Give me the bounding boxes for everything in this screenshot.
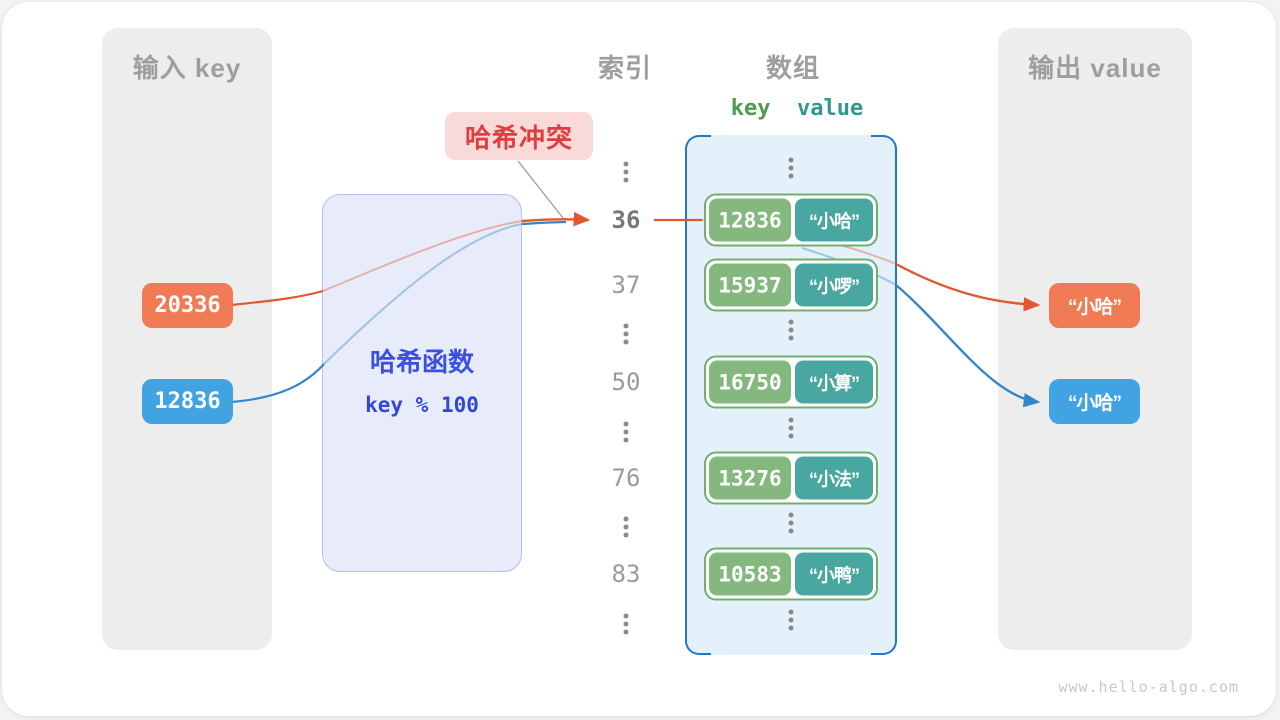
array-ellipsis xyxy=(788,157,794,179)
output-value-panel: 输出 value xyxy=(998,28,1192,650)
index-column-header: 索引 xyxy=(597,53,653,83)
ellipsis-dot xyxy=(788,327,794,333)
index-ellipsis xyxy=(623,516,629,538)
index-ellipsis xyxy=(623,161,629,183)
bucket-value: “小算” xyxy=(795,360,873,404)
collision-callout-line xyxy=(517,160,564,219)
ellipsis-dot xyxy=(788,319,794,325)
bucket-pair-37: 15937“小啰” xyxy=(704,258,878,312)
key-20336-to-hash-line xyxy=(230,289,324,307)
output-panel-title: 输出 value xyxy=(1028,53,1162,83)
bucket-value: “小哈” xyxy=(795,198,873,242)
ellipsis-dot xyxy=(788,417,794,423)
ellipsis-dot xyxy=(788,425,794,431)
output-value-2: “小哈” xyxy=(1049,379,1140,424)
ellipsis-dot xyxy=(788,157,794,163)
ellipsis-dot xyxy=(623,524,629,530)
ellipsis-dot xyxy=(623,323,629,329)
input-panel-title: 输入 key xyxy=(132,53,242,83)
index-label-83: 83 xyxy=(611,560,641,588)
index-label-50: 50 xyxy=(611,368,641,396)
array-bracket-left xyxy=(685,135,711,655)
array-to-output-orange-arrow xyxy=(895,262,1041,312)
input-key-panel: 输入 key xyxy=(102,28,272,650)
key-12836-inside-hash-line xyxy=(323,223,523,365)
ellipsis-dot xyxy=(623,421,629,427)
index-label-36: 36 xyxy=(611,206,641,234)
index-ellipsis xyxy=(623,613,629,635)
ellipsis-dot xyxy=(788,335,794,341)
ellipsis-dot xyxy=(788,165,794,171)
site-footer: www.hello-algo.com xyxy=(1058,678,1239,696)
key-header-label: key xyxy=(730,96,771,121)
ellipsis-dot xyxy=(623,516,629,522)
ellipsis-dot xyxy=(623,429,629,435)
key-12836-to-hash-line xyxy=(230,363,325,404)
array-column-header: 数组 xyxy=(765,53,821,83)
index-label-76: 76 xyxy=(611,464,641,492)
bucket-value: “小鸭” xyxy=(795,552,873,596)
hash-to-index-36-arrow xyxy=(521,211,591,227)
index-ellipsis xyxy=(623,421,629,443)
array-ellipsis xyxy=(788,417,794,439)
ellipsis-dot xyxy=(788,512,794,518)
ellipsis-dot xyxy=(623,169,629,175)
key-value-header: key value xyxy=(731,96,863,121)
array-ellipsis xyxy=(788,609,794,631)
hash-function-title: 哈希函数 xyxy=(369,347,474,377)
key-20336-inside-hash-line xyxy=(322,220,523,292)
index-ellipsis xyxy=(623,323,629,345)
ellipsis-dot xyxy=(623,629,629,635)
array-ellipsis xyxy=(788,512,794,534)
bucket-key: 16750 xyxy=(709,360,791,404)
bucket-key: 15937 xyxy=(709,263,791,307)
ellipsis-dot xyxy=(623,339,629,345)
hash-function-box xyxy=(322,194,522,572)
ellipsis-dot xyxy=(788,433,794,439)
ellipsis-dot xyxy=(623,177,629,183)
bucket-pair-76: 13276“小法” xyxy=(704,451,878,505)
kv-header-gap xyxy=(771,96,798,121)
hash-exit-blue-line xyxy=(521,220,567,226)
ellipsis-dot xyxy=(623,331,629,337)
ellipsis-dot xyxy=(788,625,794,631)
input-key-12836: 12836 xyxy=(142,379,233,424)
ellipsis-dot xyxy=(623,437,629,443)
array-to-output-blue-arrow xyxy=(895,284,1041,408)
bucket-pair-36: 12836“小哈” xyxy=(704,193,878,247)
hash-collision-label: 哈希冲突 xyxy=(445,112,593,160)
array-ellipsis xyxy=(788,319,794,341)
bucket-value: “小法” xyxy=(795,456,873,500)
bucket-key: 13276 xyxy=(709,456,791,500)
bucket-pair-83: 10583“小鸭” xyxy=(704,547,878,601)
index-label-37: 37 xyxy=(611,271,641,299)
bucket-key: 12836 xyxy=(709,198,791,242)
bucket-key: 10583 xyxy=(709,552,791,596)
array-bracket-right xyxy=(871,135,897,655)
bucket-pair-50: 16750“小算” xyxy=(704,355,878,409)
ellipsis-dot xyxy=(788,528,794,534)
ellipsis-dot xyxy=(623,161,629,167)
ellipsis-dot xyxy=(788,520,794,526)
ellipsis-dot xyxy=(623,613,629,619)
ellipsis-dot xyxy=(623,621,629,627)
ellipsis-dot xyxy=(788,617,794,623)
value-header-label: value xyxy=(797,96,864,121)
input-key-20336: 20336 xyxy=(142,283,233,328)
ellipsis-dot xyxy=(623,532,629,538)
output-value-1: “小哈” xyxy=(1049,283,1140,328)
hash-function-formula: key % 100 xyxy=(365,393,479,417)
ellipsis-dot xyxy=(788,173,794,179)
ellipsis-dot xyxy=(788,609,794,615)
bucket-value: “小啰” xyxy=(795,263,873,307)
